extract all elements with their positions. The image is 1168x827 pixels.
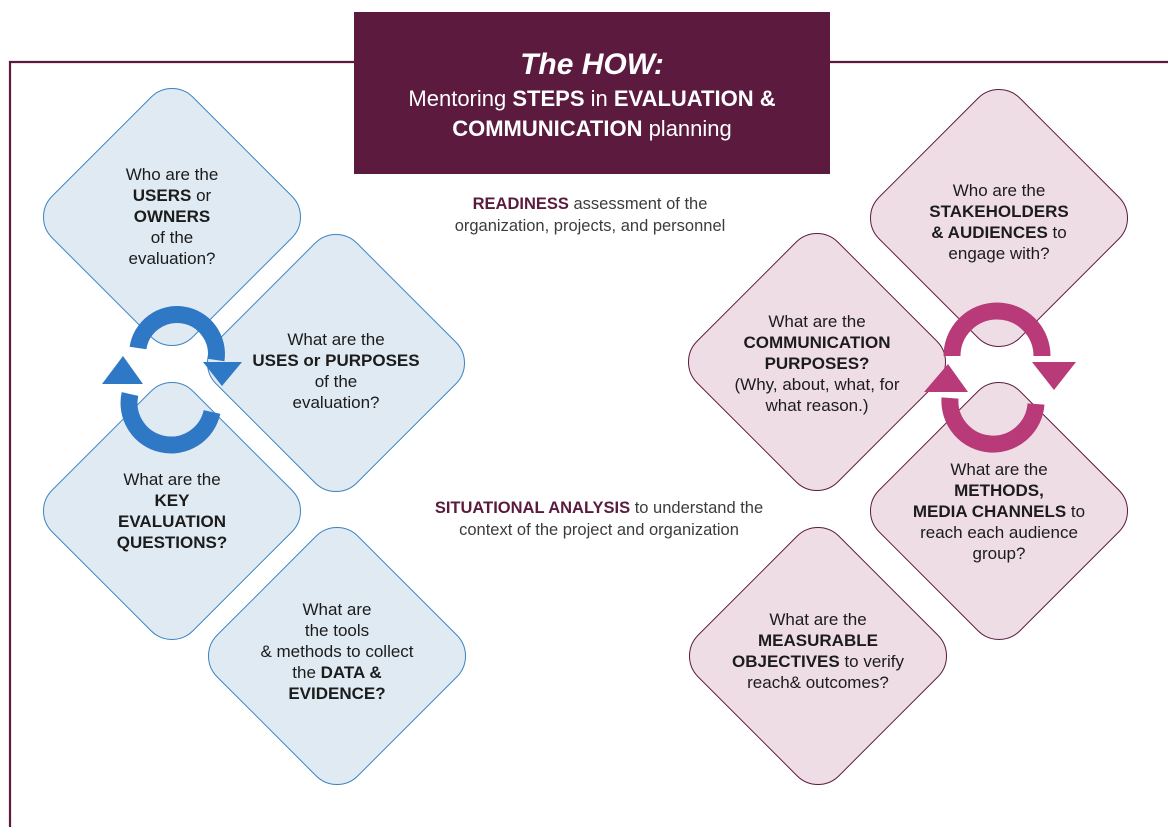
text-bold: KEY (154, 491, 190, 510)
uses-purposes-text: What are the USES or PURPOSES of the eva… (246, 329, 426, 413)
text-bold: STAKEHOLDERS (929, 202, 1069, 221)
readiness-note: READINESS assessment of the organization… (400, 193, 780, 237)
text-line: of the (314, 372, 358, 391)
text-bold: PURPOSES? (764, 354, 870, 373)
text-line: What are the (123, 470, 221, 489)
text-line: What are the (950, 460, 1048, 479)
text-line: to (1066, 502, 1086, 521)
text-line: group? (972, 544, 1026, 563)
text-line: (Why, about, what, for (734, 375, 900, 394)
text-line: reach each audience (920, 523, 1078, 542)
text-line: & methods to collect (260, 642, 414, 661)
text-bold: USES or PURPOSES (252, 351, 420, 370)
subtitle-text: Mentoring (408, 86, 513, 111)
text-line: engage with? (948, 244, 1050, 263)
text-bold: EVIDENCE? (288, 684, 386, 703)
situational-text-line2: context of the project and organization (459, 521, 739, 539)
text-bold: MEDIA CHANNELS (912, 502, 1067, 521)
measurable-objectives-text: What are the MEASURABLE OBJECTIVES to ve… (728, 609, 908, 693)
text-line: evaluation? (128, 249, 216, 268)
subtitle-steps: STEPS (512, 86, 585, 111)
data-evidence-text: What are the tools & methods to collect … (247, 599, 427, 704)
text-bold: COMMUNICATION (743, 333, 891, 352)
text-bold: & AUDIENCES (931, 223, 1048, 242)
text-line: what reason.) (765, 396, 869, 415)
subtitle-communication: COMMUNICATION (452, 116, 643, 141)
text-line: What are the (769, 610, 867, 629)
text-line: of the (150, 228, 194, 247)
readiness-label: READINESS (472, 195, 569, 213)
text-line: to (1047, 223, 1067, 242)
text-line: evaluation? (292, 393, 380, 412)
left-cycle-arrows-icon (102, 306, 242, 454)
situational-note: SITUATIONAL ANALYSIS to understand the c… (388, 497, 810, 541)
readiness-text: assessment of the (568, 195, 708, 213)
text-line: the tools (304, 621, 370, 640)
subtitle-planning: planning (642, 116, 732, 141)
text-line: Who are the (125, 165, 219, 184)
text-bold: MEASURABLE (758, 631, 878, 650)
text-bold: DATA & (320, 663, 382, 682)
methods-channels-text: What are the METHODS, MEDIA CHANNELS to … (899, 459, 1099, 564)
users-owners-text: Who are the USERS or OWNERS of the evalu… (92, 164, 252, 269)
situational-text: to understand the (630, 499, 764, 517)
text-bold: USERS (132, 186, 192, 205)
text-line: What are the (768, 312, 866, 331)
subtitle-evaluation: EVALUATION & (613, 86, 776, 111)
page-subtitle: Mentoring STEPS in EVALUATION & COMMUNIC… (354, 84, 830, 144)
text-bold: OWNERS (133, 207, 211, 226)
text-line: reach& outcomes? (747, 673, 889, 692)
readiness-text-line2: organization, projects, and personnel (454, 217, 726, 235)
text-line: to verify (839, 652, 904, 671)
text-bold: OBJECTIVES (732, 652, 840, 671)
text-bold: QUESTIONS? (116, 533, 228, 552)
subtitle-text: in (584, 86, 614, 111)
key-questions-text: What are the KEY EVALUATION QUESTIONS? (92, 469, 252, 553)
page-title: The HOW: (520, 48, 664, 81)
comm-purposes-text: What are the COMMUNICATION PURPOSES? (Wh… (712, 311, 922, 416)
text-line: Who are the (952, 181, 1046, 200)
title-banner: The HOW: Mentoring STEPS in EVALUATION &… (354, 12, 830, 174)
stakeholders-text: Who are the STAKEHOLDERS & AUDIENCES to … (914, 180, 1084, 264)
situational-label: SITUATIONAL ANALYSIS (434, 499, 631, 517)
text-line: the (292, 663, 321, 682)
text-bold: EVALUATION (118, 512, 226, 531)
right-cycle-arrows-icon (924, 302, 1076, 453)
text-line: or (191, 186, 212, 205)
text-line: What are (302, 600, 372, 619)
text-line: What are the (287, 330, 385, 349)
text-bold: METHODS, (954, 481, 1044, 500)
